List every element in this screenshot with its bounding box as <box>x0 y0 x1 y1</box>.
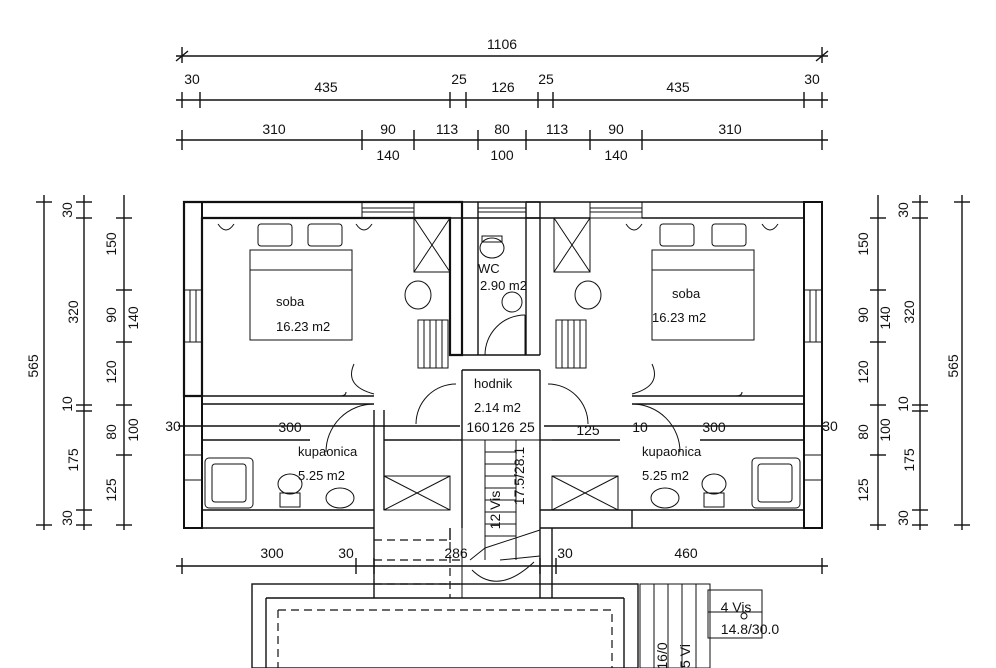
dim-label: 320 <box>901 300 917 324</box>
dim-label: 25 <box>519 419 535 435</box>
room-area-soba-right: 16.23 m2 <box>652 310 706 325</box>
stair-labels: 12 Vis 17.5/28.1 4 Vis 14.8/30.0 5 Vi 16… <box>487 447 779 668</box>
windows <box>183 201 823 481</box>
dim-label: 113 <box>436 121 459 137</box>
room-area-soba-left: 16.23 m2 <box>276 319 330 334</box>
dim-label: 100 <box>125 418 141 442</box>
room-name-soba-left: soba <box>276 294 305 309</box>
dim-label: 300 <box>702 419 726 435</box>
dim-label: 435 <box>314 79 338 95</box>
room-labels: soba 16.23 m2 soba 16.23 m2 WC 2.90 m2 h… <box>276 261 706 483</box>
right-dimension-labels: 150 90 120 80 125 140 100 30 320 10 175 … <box>855 202 961 526</box>
room-name-hodnik: hodnik <box>474 376 513 391</box>
ext-stair-ratio-label: 14.8/30.0 <box>721 621 780 637</box>
dim-label: 140 <box>604 147 628 163</box>
dim-label: 10 <box>632 419 648 435</box>
dim-label: 140 <box>125 306 141 330</box>
dim-label: 140 <box>877 306 893 330</box>
dim-top-total: 1106 <box>487 36 517 52</box>
dim-label: 10 <box>895 396 911 412</box>
left-dimension-labels: 565 30 320 10 175 30 150 90 120 80 125 1… <box>25 202 141 526</box>
dim-label: 160 <box>466 419 490 435</box>
room-name-soba-right: soba <box>672 286 701 301</box>
furniture-left-bedroom <box>217 217 451 369</box>
dim-label: 140 <box>376 147 400 163</box>
dim-label: 460 <box>674 545 698 561</box>
lower-floor-outline <box>251 539 763 668</box>
room-name-wc: WC <box>478 261 500 276</box>
ext-stair-steps-label-2: 5 Vi <box>677 644 693 668</box>
dim-label: 125 <box>576 422 600 438</box>
dim-label: 30 <box>557 545 573 561</box>
dim-label: 90 <box>380 121 396 137</box>
door-swings <box>325 363 681 453</box>
dim-label: 30 <box>804 71 820 87</box>
furniture-right-bedroom <box>553 217 779 369</box>
dim-label: 90 <box>103 307 119 323</box>
stair-ratio-label: 17.5/28.1 <box>511 447 527 506</box>
dim-label: 10 <box>59 396 75 412</box>
dim-label: 30 <box>822 418 838 434</box>
dim-label: 80 <box>855 424 871 440</box>
dim-label: 435 <box>666 79 690 95</box>
right-dimension-lines <box>870 195 970 530</box>
dim-label: 80 <box>494 121 510 137</box>
dim-label: 90 <box>855 307 871 323</box>
dim-label: 30 <box>184 71 200 87</box>
dim-label: 80 <box>103 424 119 440</box>
dim-label: 175 <box>65 448 81 472</box>
dim-label: 120 <box>855 360 871 384</box>
dim-label: 150 <box>855 232 871 256</box>
furniture-bathrooms <box>204 391 801 511</box>
dim-label: 310 <box>262 121 286 137</box>
dim-label: 30 <box>59 510 75 526</box>
dim-label: 90 <box>608 121 624 137</box>
dim-label: 30 <box>165 418 181 434</box>
stair-steps-label: 12 Vis <box>487 491 503 530</box>
room-area-wc: 2.90 m2 <box>480 278 527 293</box>
furniture-wc <box>479 235 526 356</box>
ext-stair-ratio-label-2: 16/0 <box>654 642 670 668</box>
left-dimension-lines <box>36 195 132 530</box>
room-area-kupaonica-left: 5.25 m2 <box>298 468 345 483</box>
dim-label: 310 <box>718 121 742 137</box>
dim-label: 100 <box>490 147 514 163</box>
dim-label: 125 <box>855 478 871 502</box>
room-name-kupaonica-right: kupaonica <box>642 444 702 459</box>
bottom-dimension-line <box>176 425 828 574</box>
inside-dimension-labels: 30 300 160 126 25 125 10 300 30 <box>165 418 838 438</box>
dim-label: 25 <box>538 71 554 87</box>
dim-label: 150 <box>103 232 119 256</box>
dim-label: 113 <box>546 121 569 137</box>
dim-label: 286 <box>444 545 468 561</box>
ext-stair-steps-label: 4 Vis <box>721 599 752 615</box>
dim-label: 30 <box>895 510 911 526</box>
top-dimension-labels: 1106 30 435 25 126 25 435 30 310 90 113 … <box>184 36 820 163</box>
top-dimension-lines <box>175 47 829 150</box>
dim-label: 126 <box>491 79 515 95</box>
dim-right-total: 565 <box>945 354 961 378</box>
dim-label: 126 <box>491 419 515 435</box>
room-area-kupaonica-right: 5.25 m2 <box>642 468 689 483</box>
dim-label: 30 <box>59 202 75 218</box>
dim-label: 300 <box>260 545 284 561</box>
bottom-dimension-labels: 300 30 286 30 460 <box>260 545 698 561</box>
dim-label: 25 <box>451 71 467 87</box>
room-area-hodnik: 2.14 m2 <box>474 400 521 415</box>
dim-label: 30 <box>338 545 354 561</box>
dim-label: 120 <box>103 360 119 384</box>
room-name-kupaonica-left: kupaonica <box>298 444 358 459</box>
dim-label: 30 <box>895 202 911 218</box>
dim-label: 300 <box>278 419 302 435</box>
dim-label: 175 <box>901 448 917 472</box>
dim-label: 320 <box>65 300 81 324</box>
dim-left-total: 565 <box>25 354 41 378</box>
dim-label: 100 <box>877 418 893 442</box>
dim-label: 125 <box>103 478 119 502</box>
